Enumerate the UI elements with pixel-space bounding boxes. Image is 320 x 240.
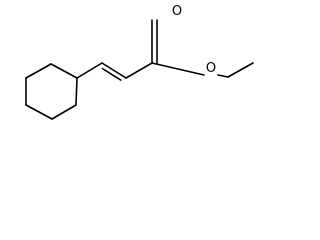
atom-label-layer: O O — [172, 4, 216, 76]
ester-oxygen-label: O — [206, 61, 216, 76]
carbonyl-oxygen-label: O — [172, 4, 182, 19]
bond-layer — [25, 19, 254, 120]
structure-canvas: O O — [0, 0, 284, 134]
bond-ring-c2-ring-c3 — [51, 104, 77, 120]
bond-vinyl-c1-vinyl-c2 — [101, 62, 127, 79]
bond-ring-c5-ring-c6 — [25, 63, 52, 79]
molecule-structure: O O — [25, 4, 254, 120]
bond-ester-o-ethyl-c1 — [217, 74, 229, 78]
bond-carbonyl-c-ester-o — [151, 62, 205, 76]
bond-ethyl-c1-ethyl-c2 — [227, 62, 254, 78]
bond-vinyl-c1-vinyl-c2-second-line — [101, 67, 122, 81]
bond-ring-c3-ring-c4 — [25, 104, 53, 120]
bond-ring-c1-ring-c2 — [75, 77, 78, 106]
bond-ring-c1-vinyl-c1 — [76, 62, 103, 79]
bond-vinyl-c2-carbonyl-c — [125, 62, 153, 79]
bond-ring-c6-ring-c1 — [50, 63, 78, 79]
